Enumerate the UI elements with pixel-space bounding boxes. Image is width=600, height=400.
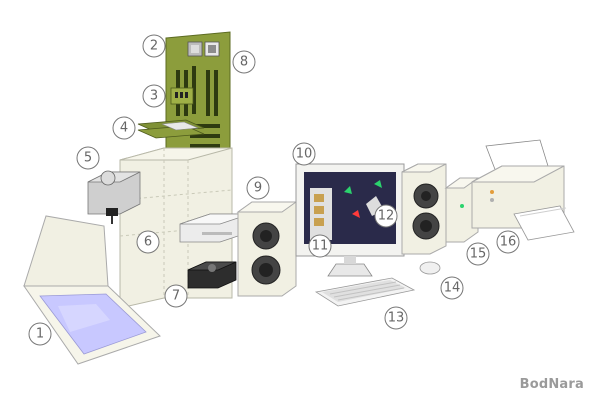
callout-2: 2 <box>142 34 166 58</box>
callout-3: 3 <box>142 84 166 108</box>
scanner <box>23 215 161 365</box>
callout-1: 1 <box>28 322 52 346</box>
power-supply <box>87 170 141 224</box>
svg-text:12: 12 <box>378 209 395 224</box>
callout-6: 6 <box>136 230 160 254</box>
svg-text:14: 14 <box>444 281 461 296</box>
callout-14: 14 <box>440 276 464 300</box>
callout-7: 7 <box>164 284 188 308</box>
hard-drive <box>187 261 237 289</box>
svg-text:5: 5 <box>84 151 92 166</box>
callout-12: 12 <box>374 204 398 228</box>
svg-text:11: 11 <box>312 239 329 254</box>
callout-13: 13 <box>384 306 408 330</box>
external-drive <box>444 177 480 243</box>
svg-text:13: 13 <box>388 311 405 326</box>
svg-text:9: 9 <box>254 181 262 196</box>
cpu <box>187 41 220 57</box>
svg-text:8: 8 <box>240 55 248 70</box>
keyboard <box>314 277 416 307</box>
svg-text:1: 1 <box>36 327 44 342</box>
svg-text:3: 3 <box>150 89 158 104</box>
callout-5: 5 <box>76 146 100 170</box>
svg-text:2: 2 <box>150 39 158 54</box>
ram-module <box>170 87 194 105</box>
callout-8: 8 <box>232 50 256 74</box>
callout-9: 9 <box>246 176 270 200</box>
right-speaker <box>401 163 447 255</box>
svg-text:10: 10 <box>296 147 313 162</box>
callout-15: 15 <box>466 242 490 266</box>
mouse <box>419 261 441 275</box>
callout-16: 16 <box>496 230 520 254</box>
callout-10: 10 <box>292 142 316 166</box>
watermark-logo: BodNara <box>519 377 584 392</box>
svg-text:6: 6 <box>144 235 152 250</box>
svg-text:15: 15 <box>470 247 487 262</box>
svg-text:7: 7 <box>172 289 180 304</box>
callout-11: 11 <box>308 234 332 258</box>
svg-text:16: 16 <box>500 235 517 250</box>
printer <box>471 139 575 241</box>
svg-text:4: 4 <box>120 121 128 136</box>
expansion-cards <box>137 119 205 139</box>
callout-4: 4 <box>112 116 136 140</box>
left-speaker <box>236 201 298 297</box>
